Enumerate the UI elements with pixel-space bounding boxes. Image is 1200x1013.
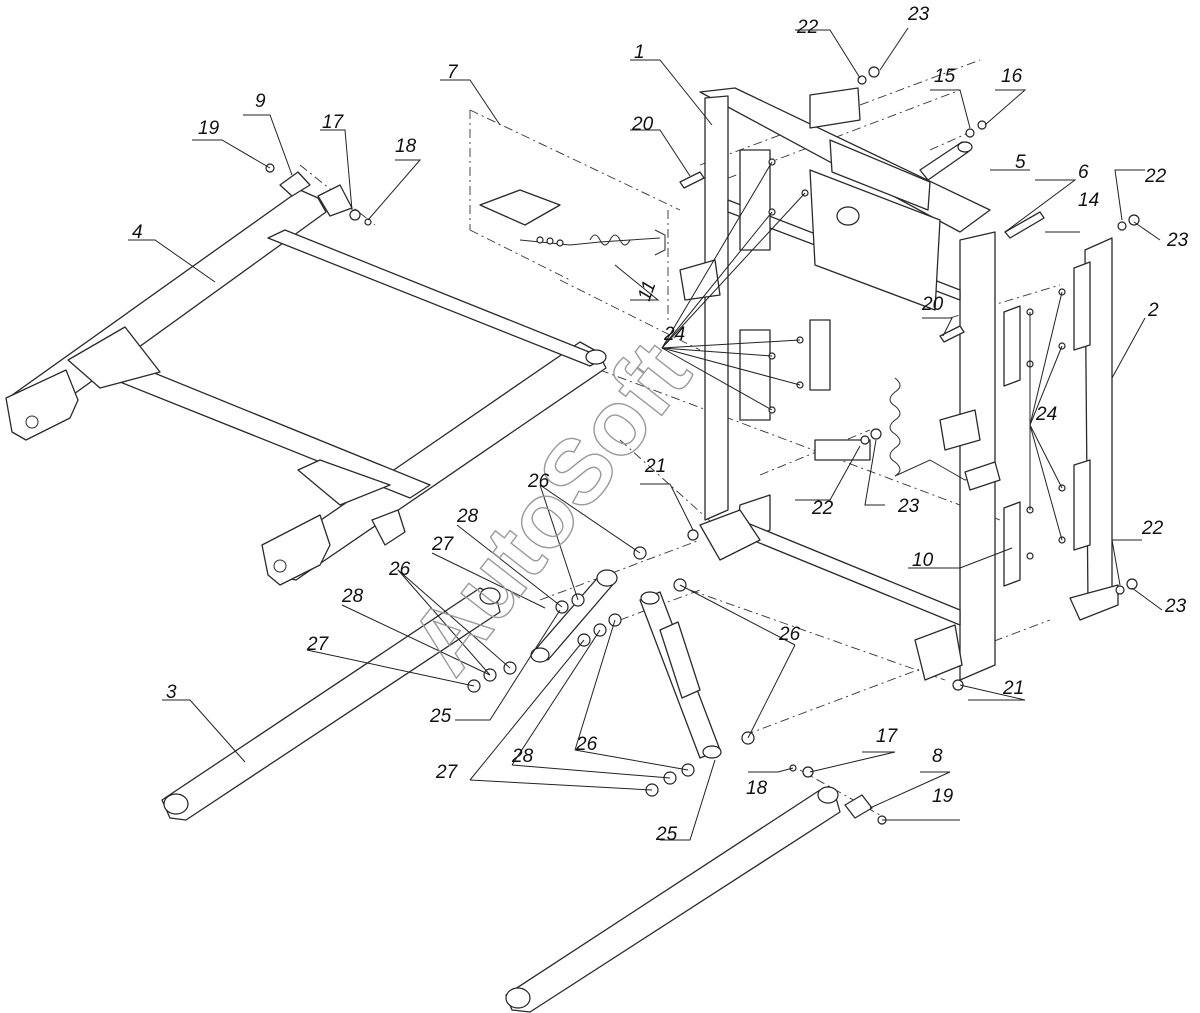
callout-27c: 27	[435, 762, 459, 783]
callout-26a: 26	[527, 471, 550, 492]
callout-22b: 22	[811, 498, 834, 519]
callout-9: 9	[255, 91, 266, 112]
callout-19a: 19	[198, 118, 220, 139]
callout-22c: 22	[1144, 166, 1167, 187]
callout-20a: 20	[631, 114, 654, 135]
callout-26d: 26	[575, 734, 598, 755]
callout-23d: 23	[1164, 596, 1187, 617]
callout-25a: 25	[429, 706, 452, 727]
callout-17b: 17	[876, 726, 899, 747]
callout-25b: 25	[655, 824, 678, 845]
callout-14: 14	[1078, 190, 1099, 211]
callout-26b: 26	[388, 559, 411, 580]
callout-7: 7	[447, 62, 459, 83]
callout-22a: 22	[796, 17, 819, 38]
spring-chain-part-11	[479, 189, 666, 256]
callout-20b: 20	[921, 294, 944, 315]
callout-15: 15	[934, 66, 956, 87]
bar-lower	[505, 786, 841, 1013]
callout-23a: 23	[907, 4, 930, 25]
callout-1: 1	[634, 42, 645, 63]
callout-23c: 23	[1166, 230, 1189, 251]
callout-21b: 21	[1002, 678, 1024, 699]
callout-27a: 27	[431, 534, 455, 555]
callout-24a: 24	[663, 324, 685, 345]
callout-24b: 24	[1035, 404, 1057, 425]
callout-4: 4	[132, 222, 143, 243]
spring-right	[889, 377, 1001, 491]
callout-21a: 21	[644, 456, 666, 477]
callout-3: 3	[166, 682, 177, 703]
pins	[279, 141, 1045, 819]
callout-28c: 28	[511, 746, 534, 767]
frame-part-1	[679, 87, 996, 681]
callout-26c: 26	[778, 624, 801, 645]
shock-absorber	[639, 591, 722, 759]
callout-18a: 18	[395, 136, 417, 157]
callout-22d: 22	[1141, 518, 1164, 539]
bar-part-3	[161, 587, 501, 821]
callout-18b: 18	[746, 778, 768, 799]
callout-6: 6	[1078, 162, 1089, 183]
frame-part-2	[1003, 237, 1119, 621]
callout-2: 2	[1147, 300, 1159, 321]
callout-5: 5	[1015, 152, 1026, 173]
callout-labels: 1 2 3 4 5 6 7 8 9 10 11 14 15 16 17 17 1…	[132, 4, 1189, 845]
callout-17a: 17	[322, 112, 345, 133]
callout-19b: 19	[932, 786, 954, 807]
callout-28a: 28	[456, 506, 479, 527]
callout-27b: 27	[306, 634, 330, 655]
callout-16: 16	[1001, 66, 1023, 87]
callout-28b: 28	[341, 586, 364, 607]
callout-10: 10	[912, 550, 934, 571]
leader-lines	[128, 27, 1163, 841]
callout-23b: 23	[897, 496, 920, 517]
callout-8: 8	[932, 746, 943, 767]
